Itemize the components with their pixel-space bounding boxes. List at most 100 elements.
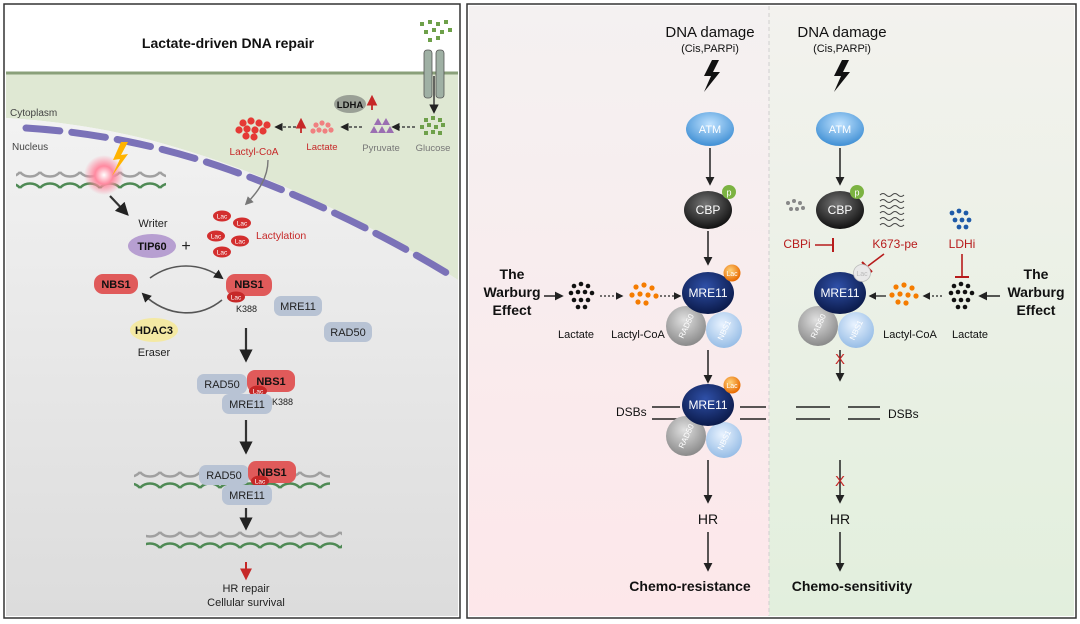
lactyl-coa-icon-2 bbox=[889, 282, 919, 306]
nbs1-lac-tag-label: Lac bbox=[231, 295, 242, 302]
hr-label-1: HR bbox=[698, 511, 718, 527]
hr-label-2: HR bbox=[830, 511, 850, 527]
svg-text:ATM: ATM bbox=[829, 124, 851, 136]
k673-pe-label: K673-pe bbox=[872, 237, 918, 251]
lactate-icon-1 bbox=[568, 281, 595, 310]
svg-text:NBS1: NBS1 bbox=[256, 376, 285, 388]
glucose-transporter-icon bbox=[423, 49, 445, 114]
warburg-label-1b: Warburg bbox=[483, 284, 540, 300]
nbs1-protein-3 bbox=[838, 312, 874, 348]
hdac3-label: HDAC3 bbox=[135, 325, 173, 337]
svg-text:Lac: Lac bbox=[211, 234, 222, 241]
lactate-label: Lactate bbox=[306, 142, 337, 153]
lac-tag-cluster: Lac Lac Lac Lac Lac bbox=[207, 210, 251, 258]
dna-to-writer-arrow bbox=[109, 195, 129, 216]
svg-text:MRE11: MRE11 bbox=[820, 286, 859, 300]
rad50-protein-1 bbox=[666, 306, 706, 346]
rad50-protein-3 bbox=[798, 306, 838, 346]
agents-label-1: (Cis,PARPi) bbox=[681, 43, 739, 55]
k673-inhibit-line bbox=[867, 253, 885, 267]
lactate-label-1: Lactate bbox=[558, 329, 594, 341]
svg-text:RAD50: RAD50 bbox=[206, 470, 241, 482]
ldha-enzyme bbox=[334, 95, 366, 113]
lactyl-coa-to-lactylation-arrow bbox=[244, 159, 269, 206]
svg-text:Lac: Lac bbox=[726, 271, 738, 278]
svg-text:Lac: Lac bbox=[217, 250, 228, 257]
glucose-icon bbox=[420, 116, 445, 135]
block-mark-1: X bbox=[835, 351, 845, 368]
nbs1-lactylated bbox=[226, 274, 272, 296]
svg-text:Lac: Lac bbox=[253, 389, 264, 396]
right-panel: DNA damage (Cis,PARPi) ATM CBP p RAD50 N… bbox=[466, 3, 1077, 619]
cbp-protein-1 bbox=[684, 191, 732, 229]
rad50-label: RAD50 bbox=[330, 327, 365, 339]
svg-text:K388: K388 bbox=[272, 397, 293, 407]
tip60-protein bbox=[128, 234, 176, 258]
warburg-label-2b: Warburg bbox=[1007, 284, 1064, 300]
dna-damage-label-1: DNA damage bbox=[665, 24, 754, 41]
mre11-protein-3 bbox=[814, 272, 866, 314]
lactyl-coa-icon bbox=[235, 117, 271, 141]
rad50-protein-2 bbox=[666, 416, 706, 456]
mrn-complex-on-dna: RAD50 NBS1 Lac MRE11 bbox=[199, 461, 296, 505]
cbpi-inhibitor-icon bbox=[786, 199, 805, 211]
nbs1-protein-1 bbox=[706, 312, 742, 348]
svg-text:MRE11: MRE11 bbox=[229, 399, 265, 411]
mre11-protein-2 bbox=[682, 384, 734, 426]
writer-label: Writer bbox=[138, 218, 167, 230]
ldhi-label: LDHi bbox=[949, 237, 976, 251]
tip60-label: TIP60 bbox=[137, 241, 166, 253]
lactyl-coa-label-1: Lactyl-CoA bbox=[611, 329, 665, 341]
lactyl-coa-label-2: Lactyl-CoA bbox=[883, 329, 937, 341]
svg-text:Lac: Lac bbox=[726, 383, 738, 390]
k388-label: K388 bbox=[236, 304, 257, 314]
nbs1-unmodified bbox=[94, 274, 138, 294]
svg-text:MRE11: MRE11 bbox=[688, 398, 727, 412]
lactylation-label: Lactylation bbox=[256, 230, 306, 242]
chemo-resistance-label: Chemo-resistance bbox=[629, 578, 751, 594]
svg-text:ATM: ATM bbox=[699, 124, 721, 136]
glucose-label: Glucose bbox=[416, 143, 451, 154]
nbs1-protein-2 bbox=[706, 422, 742, 458]
nbs1-lactylated-label: NBS1 bbox=[234, 279, 263, 291]
lightning-icon bbox=[112, 142, 128, 176]
repaired-dna-helix bbox=[146, 530, 342, 560]
mre11-protein-1 bbox=[682, 272, 734, 314]
mrn-complex: RAD50 NBS1 Lac MRE11 K388 bbox=[197, 370, 295, 414]
warburg-label-2c: Effect bbox=[1017, 302, 1056, 318]
svg-text:Lac: Lac bbox=[237, 221, 248, 228]
hdac3-protein bbox=[130, 318, 178, 342]
svg-text:p: p bbox=[854, 188, 859, 198]
svg-text:Lac: Lac bbox=[217, 214, 228, 221]
pyruvate-icon bbox=[370, 118, 394, 133]
hr-repair-label: HR repair bbox=[222, 583, 269, 595]
glucose-dots-outside-icon bbox=[420, 20, 452, 42]
lightning-icon-2 bbox=[834, 60, 850, 92]
agents-label-2: (Cis,PARPi) bbox=[813, 43, 871, 55]
svg-text:CBP: CBP bbox=[828, 203, 853, 217]
nucleus-label: Nucleus bbox=[12, 142, 48, 153]
svg-text:NBS1: NBS1 bbox=[257, 467, 286, 479]
pyruvate-label: Pyruvate bbox=[362, 143, 400, 154]
lactyl-coa-icon-1 bbox=[629, 282, 659, 306]
atm-protein-3 bbox=[816, 112, 864, 146]
lac-mark-2 bbox=[723, 376, 741, 394]
eraser-label: Eraser bbox=[138, 347, 171, 359]
dna-damage-burst-icon bbox=[84, 155, 124, 195]
ldhi-inhibitor-icon bbox=[949, 208, 972, 230]
svg-text:RAD50: RAD50 bbox=[204, 379, 239, 391]
nbs1-unmodified-label: NBS1 bbox=[101, 279, 130, 291]
warburg-label-1c: Effect bbox=[493, 302, 532, 318]
lactate-icon-2 bbox=[948, 281, 975, 310]
lactate-label-2: Lactate bbox=[952, 329, 988, 341]
cbp-protein-3 bbox=[816, 191, 864, 229]
dsbs-label-1: DSBs bbox=[616, 405, 647, 419]
resistance-pathway: DNA damage (Cis,PARPi) ATM CBP p RAD50 N… bbox=[483, 24, 766, 594]
chemo-sensitivity-label: Chemo-sensitivity bbox=[792, 578, 913, 594]
warburg-label-1a: The bbox=[500, 266, 525, 282]
svg-text:Lac: Lac bbox=[235, 239, 246, 246]
rad50-protein bbox=[324, 322, 372, 342]
lactate-icon bbox=[310, 120, 334, 134]
block-mark-2: X bbox=[835, 473, 845, 490]
